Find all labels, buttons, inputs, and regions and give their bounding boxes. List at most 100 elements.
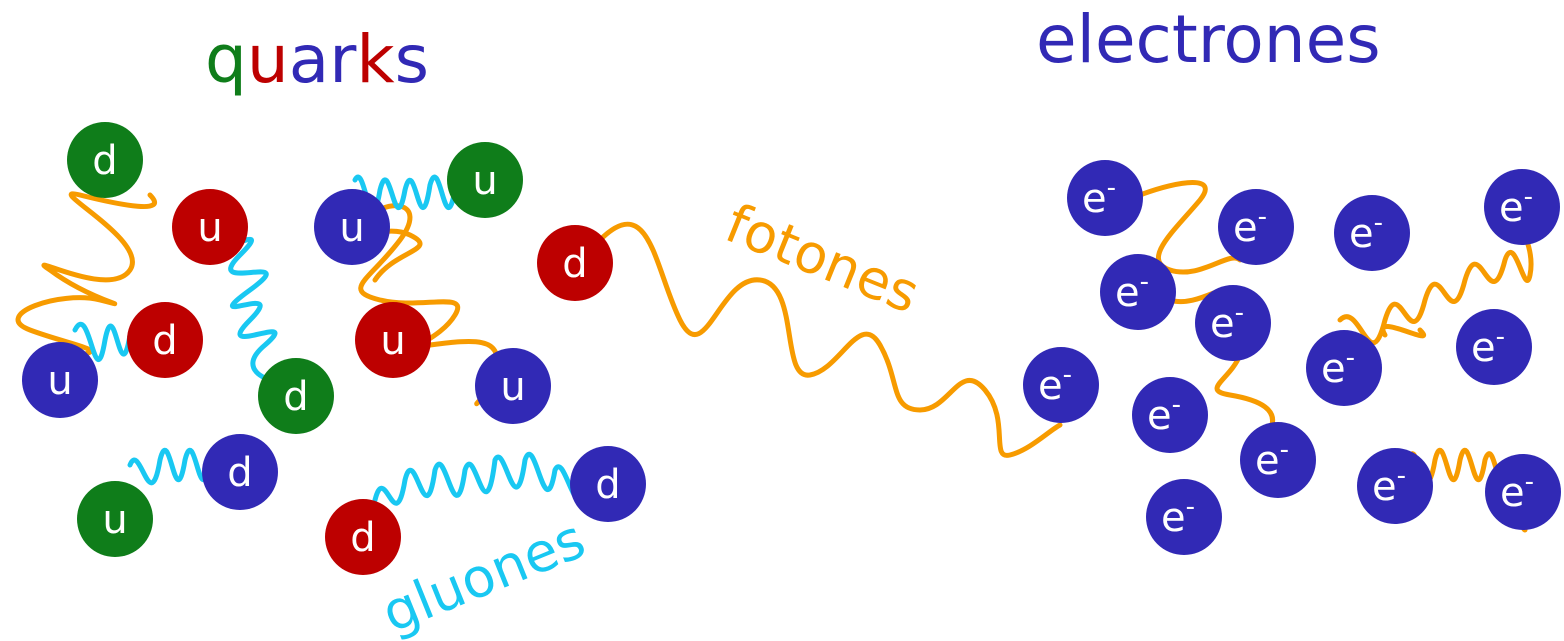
quarks-title-letter: k bbox=[356, 21, 395, 98]
quark-label: d bbox=[227, 450, 252, 496]
quark-label: d bbox=[283, 374, 308, 420]
electron-particle: e- bbox=[1240, 422, 1316, 498]
electron-label: e- bbox=[1210, 298, 1244, 347]
photon-line bbox=[1137, 180, 1243, 275]
electron-label: e- bbox=[1471, 322, 1505, 371]
quark-circle bbox=[537, 225, 613, 301]
quarks-title-letter: s bbox=[395, 21, 429, 98]
quark-circle bbox=[127, 302, 203, 378]
quark-particle: u bbox=[77, 481, 153, 557]
quark-circle bbox=[475, 348, 551, 424]
quark-label: d bbox=[350, 515, 375, 561]
electron-particle: e- bbox=[1484, 169, 1560, 245]
quark-label: u bbox=[500, 364, 525, 410]
electron-label: e- bbox=[1233, 202, 1267, 251]
electron-circle bbox=[1023, 347, 1099, 423]
electron-particle: e- bbox=[1306, 330, 1382, 406]
quark-circle bbox=[447, 142, 523, 218]
quark-particle: u bbox=[447, 142, 523, 218]
quark-circle bbox=[172, 189, 248, 265]
electron-circle bbox=[1306, 330, 1382, 406]
gluones-label: gluones bbox=[373, 507, 593, 641]
electron-particles: e-e-e-e-e-e-e-e-e-e-e-e-e-e- bbox=[1023, 160, 1561, 555]
quarks-title-letter: q bbox=[205, 21, 247, 98]
electron-particle: e- bbox=[1485, 454, 1561, 530]
quark-particle: d bbox=[67, 122, 143, 198]
quark-circle bbox=[325, 499, 401, 575]
electron-particle: e- bbox=[1334, 195, 1410, 271]
electron-circle bbox=[1334, 195, 1410, 271]
electron-particle: e- bbox=[1456, 309, 1532, 385]
electron-particle: e- bbox=[1100, 254, 1176, 330]
quarks-title-letter: a bbox=[289, 21, 329, 98]
photon-line bbox=[15, 191, 157, 374]
quark-circle bbox=[570, 446, 646, 522]
gluon-line bbox=[372, 451, 593, 506]
quark-circle bbox=[22, 342, 98, 418]
quark-circle bbox=[355, 302, 431, 378]
electron-label: e- bbox=[1255, 435, 1289, 484]
quark-circle bbox=[258, 358, 334, 434]
quark-label: u bbox=[197, 205, 222, 251]
electron-label: e- bbox=[1321, 343, 1355, 392]
quark-label: u bbox=[380, 318, 405, 364]
electron-particle: e- bbox=[1067, 160, 1143, 236]
quark-particle: u bbox=[475, 348, 551, 424]
quark-label: d bbox=[562, 241, 587, 287]
electron-label: e- bbox=[1499, 182, 1533, 231]
quark-label: d bbox=[152, 318, 177, 364]
electron-label: e- bbox=[1082, 173, 1116, 222]
electrones-title: electrones bbox=[1036, 1, 1381, 78]
electron-circle bbox=[1067, 160, 1143, 236]
electron-circle bbox=[1218, 189, 1294, 265]
quark-label: u bbox=[102, 497, 127, 543]
quark-circle bbox=[77, 481, 153, 557]
quarks-title-letter: r bbox=[329, 21, 357, 98]
electron-label: e- bbox=[1038, 360, 1072, 409]
photon-line bbox=[1380, 324, 1426, 339]
electron-circle bbox=[1485, 454, 1561, 530]
quark-label: u bbox=[472, 158, 497, 204]
quark-particle: d bbox=[202, 434, 278, 510]
electron-particle: e- bbox=[1357, 448, 1433, 524]
quark-label: d bbox=[92, 138, 117, 184]
quark-circle bbox=[67, 122, 143, 198]
quark-particle: d bbox=[258, 358, 334, 434]
electron-circle bbox=[1100, 254, 1176, 330]
electron-label: e- bbox=[1372, 461, 1406, 510]
electron-circle bbox=[1146, 479, 1222, 555]
electron-circle bbox=[1484, 169, 1560, 245]
electron-label: e- bbox=[1147, 390, 1181, 439]
electron-circle bbox=[1195, 285, 1271, 361]
quark-particle: u bbox=[314, 189, 390, 265]
photon-line bbox=[1337, 212, 1534, 346]
electron-label: e- bbox=[1500, 467, 1534, 516]
electron-circle bbox=[1456, 309, 1532, 385]
quark-particle: d bbox=[537, 225, 613, 301]
electron-particle: e- bbox=[1218, 189, 1294, 265]
quarks-title: quarks bbox=[205, 21, 429, 98]
electron-label: e- bbox=[1161, 492, 1195, 541]
quark-label: u bbox=[339, 205, 364, 251]
electron-label: e- bbox=[1349, 208, 1383, 257]
quark-particle: u bbox=[172, 189, 248, 265]
quark-label: d bbox=[595, 462, 620, 508]
quark-circle bbox=[314, 189, 390, 265]
fotones-label: fotones bbox=[717, 192, 928, 326]
quark-label: u bbox=[47, 358, 72, 404]
electron-circle bbox=[1240, 422, 1316, 498]
electron-particle: e- bbox=[1132, 377, 1208, 453]
quark-circle bbox=[202, 434, 278, 510]
electron-particle: e- bbox=[1195, 285, 1271, 361]
electron-particle: e- bbox=[1146, 479, 1222, 555]
quark-particle: u bbox=[355, 302, 431, 378]
electron-label: e- bbox=[1115, 267, 1149, 316]
photon-line bbox=[597, 221, 1063, 458]
electron-circle bbox=[1357, 448, 1433, 524]
gluon-line bbox=[225, 222, 278, 383]
quarks-title-letter: u bbox=[247, 21, 289, 98]
quark-particle: d bbox=[570, 446, 646, 522]
